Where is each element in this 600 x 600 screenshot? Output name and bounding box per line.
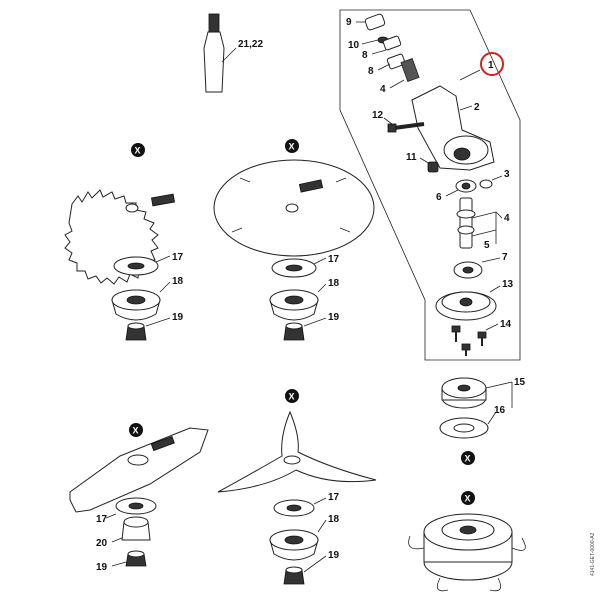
label-8-upper: 8	[362, 50, 368, 61]
svg-text:X: X	[135, 146, 141, 156]
label-13: 13	[502, 279, 514, 290]
label-9: 9	[346, 17, 352, 28]
label-10: 10	[348, 40, 360, 51]
mowing-head: X X	[408, 451, 526, 592]
label-19-b: 19	[328, 312, 340, 323]
drawing-number: 4141-GET-0000-A2	[590, 532, 596, 576]
label-19-c: 19	[96, 562, 108, 573]
svg-text:X: X	[465, 494, 471, 504]
svg-text:X: X	[289, 392, 295, 402]
label-19-d: 19	[328, 550, 340, 561]
label-18-a: 18	[172, 276, 184, 287]
label-18-b: 18	[328, 278, 340, 289]
label-17-c: 17	[96, 514, 108, 525]
label-3: 3	[504, 169, 510, 180]
label-4-upper: 4	[380, 84, 386, 95]
label-19-a: 19	[172, 312, 184, 323]
label-17-a: 17	[172, 252, 184, 263]
gear-housing	[411, 85, 495, 171]
label-1: 1	[488, 60, 494, 71]
badge-x-3: X	[129, 423, 143, 437]
badge-x-1: X	[131, 143, 145, 157]
label-21-22: 21,22	[238, 39, 263, 50]
stack-c	[105, 497, 157, 567]
badge-x-2: X	[285, 139, 299, 153]
label-12: 12	[372, 110, 384, 121]
label-8-lower: 8	[368, 66, 374, 77]
svg-text:X: X	[465, 454, 471, 464]
stack-a	[111, 255, 171, 341]
washer-7	[453, 257, 501, 279]
shaft-4-5	[456, 197, 503, 249]
stack-b	[269, 257, 327, 341]
thrust-plate-15-16	[439, 377, 513, 439]
gearhead-small-parts	[356, 13, 420, 89]
grease-tube	[203, 13, 237, 93]
svg-text:X: X	[133, 426, 139, 436]
label-17-b: 17	[328, 254, 340, 265]
clip-3	[479, 175, 503, 189]
label-4-lower: 4	[504, 213, 510, 224]
gearhead-frame	[339, 9, 521, 361]
label-2: 2	[474, 102, 480, 113]
flange-13	[435, 285, 501, 321]
brush-knife-round: X	[213, 139, 375, 257]
label-11: 11	[406, 152, 417, 163]
label-17-d: 17	[328, 492, 340, 503]
badge-x-5: X	[461, 451, 475, 465]
badge-x-6: X	[461, 491, 475, 505]
screw-12	[383, 117, 425, 133]
screws-14	[451, 323, 499, 356]
badge-x-4: X	[285, 389, 299, 403]
callout-ring-1	[459, 52, 504, 81]
label-7: 7	[502, 252, 508, 263]
label-5: 5	[484, 240, 490, 251]
stack-d	[269, 497, 327, 585]
label-6: 6	[436, 192, 442, 203]
washer-6	[445, 179, 477, 197]
label-20: 20	[96, 538, 108, 549]
label-18-c: 18	[328, 514, 340, 525]
three-tooth-blade: X	[217, 389, 377, 493]
label-16: 16	[494, 405, 506, 416]
nut-11	[419, 157, 439, 173]
svg-text:X: X	[289, 142, 295, 152]
brush-blade-two-wing: X	[69, 423, 209, 513]
label-14: 14	[500, 319, 512, 330]
label-15: 15	[514, 377, 526, 388]
